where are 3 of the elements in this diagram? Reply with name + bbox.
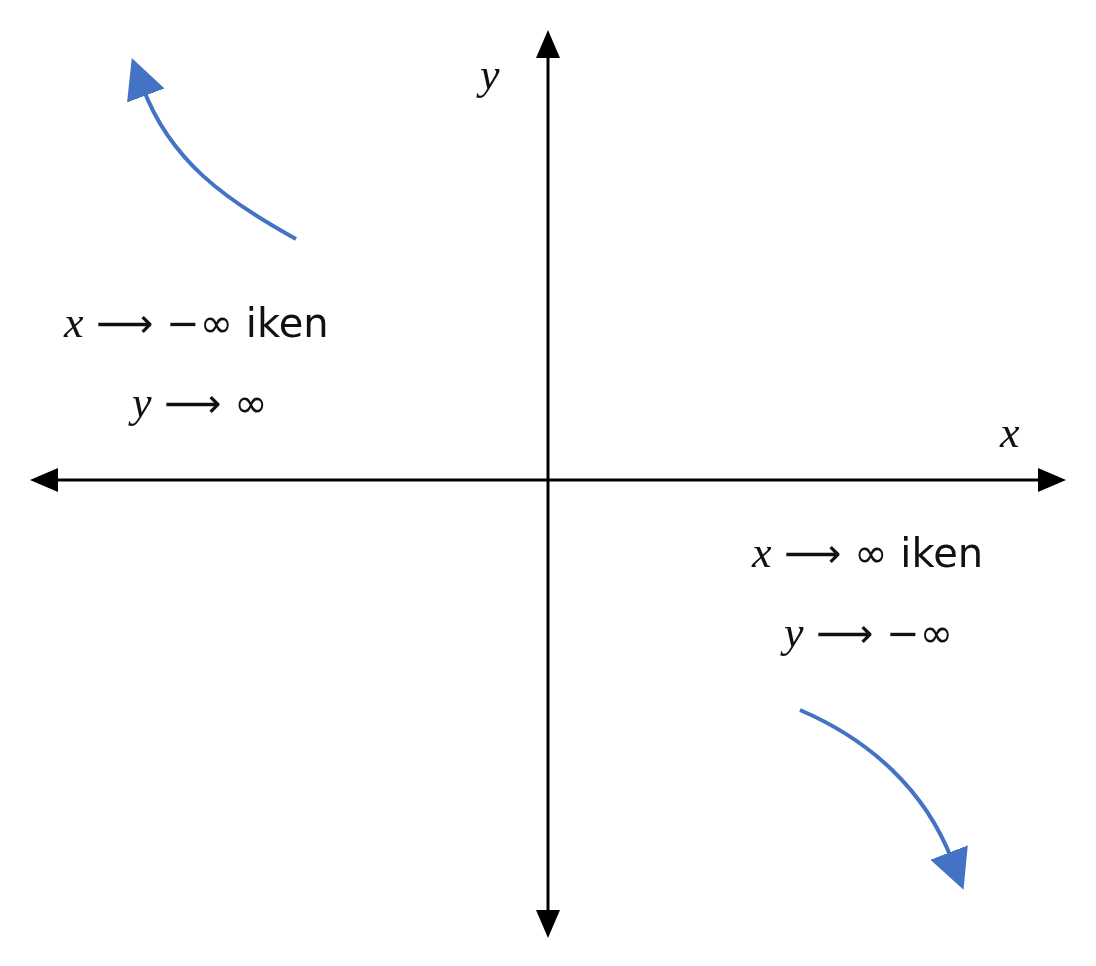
limit-expression: x ⟶ ∞ iken (752, 528, 984, 579)
axis-label: x (1000, 408, 1020, 459)
limit-expression: x ⟶ −∞ iken (64, 298, 329, 349)
